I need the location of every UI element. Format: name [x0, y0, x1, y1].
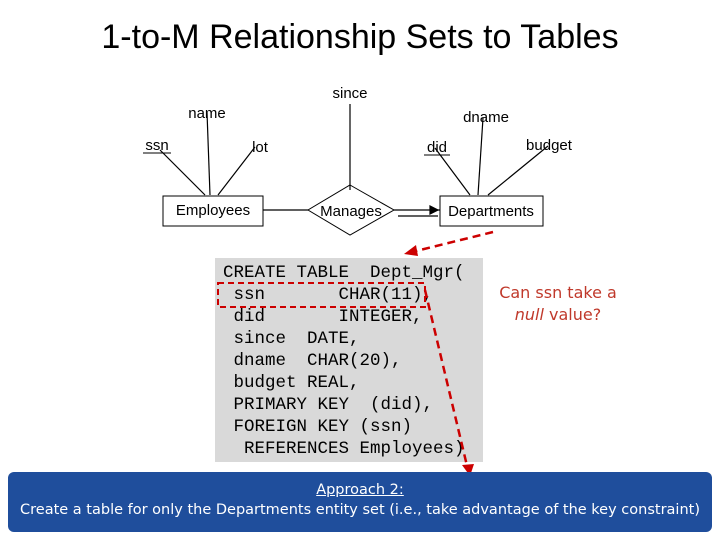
attr-ssn: ssn: [145, 137, 168, 154]
sql-line: ssn CHAR(11),: [223, 285, 434, 305]
sql-line: PRIMARY KEY (did),: [223, 395, 434, 415]
approach-text: Create a table for only the Departments …: [20, 502, 700, 518]
sql-line: did INTEGER,: [223, 307, 423, 327]
question-line-2: value?: [543, 305, 602, 324]
question-line-1: Can ssn take a: [499, 283, 617, 302]
page-title: 1-to-M Relationship Sets to Tables: [101, 18, 619, 56]
attr-dname: dname: [463, 109, 509, 126]
attr-since: since: [332, 85, 367, 102]
sql-panel: [215, 258, 483, 462]
er-lines: [159, 104, 549, 217]
ssn-highlight-box: [217, 282, 426, 308]
attr-budget: budget: [526, 137, 573, 154]
sql-line: CREATE TABLE Dept_Mgr(: [223, 263, 465, 283]
dashed-arrows: [411, 230, 494, 471]
approach-banner: Approach 2: Create a table for only the …: [8, 472, 712, 532]
arrowhead-top: [404, 245, 418, 256]
approach-heading: Approach 2:: [316, 482, 404, 498]
entity-box-employees: [162, 195, 264, 227]
sql-line: FOREIGN KEY (ssn): [223, 417, 413, 437]
attr-name: name: [188, 105, 226, 122]
entity-box-departments: [439, 195, 544, 227]
null-question: Can ssn take a null value?: [483, 282, 633, 326]
sql-line: since DATE,: [223, 329, 360, 349]
sql-line: budget REAL,: [223, 373, 360, 393]
entity-employees: Employees: [176, 202, 250, 219]
relationship-diamond: [307, 184, 396, 236]
sql-code: CREATE TABLE Dept_Mgr( ssn CHAR(11), did…: [223, 262, 465, 460]
attr-did: did: [427, 139, 447, 156]
sql-line: REFERENCES Employees): [223, 439, 465, 459]
sql-line: dname CHAR(20),: [223, 351, 402, 371]
entity-departments: Departments: [448, 203, 534, 220]
question-null-word: null: [514, 305, 544, 324]
attr-lot: lot: [252, 139, 269, 156]
relationship-manages: Manages: [320, 203, 382, 220]
